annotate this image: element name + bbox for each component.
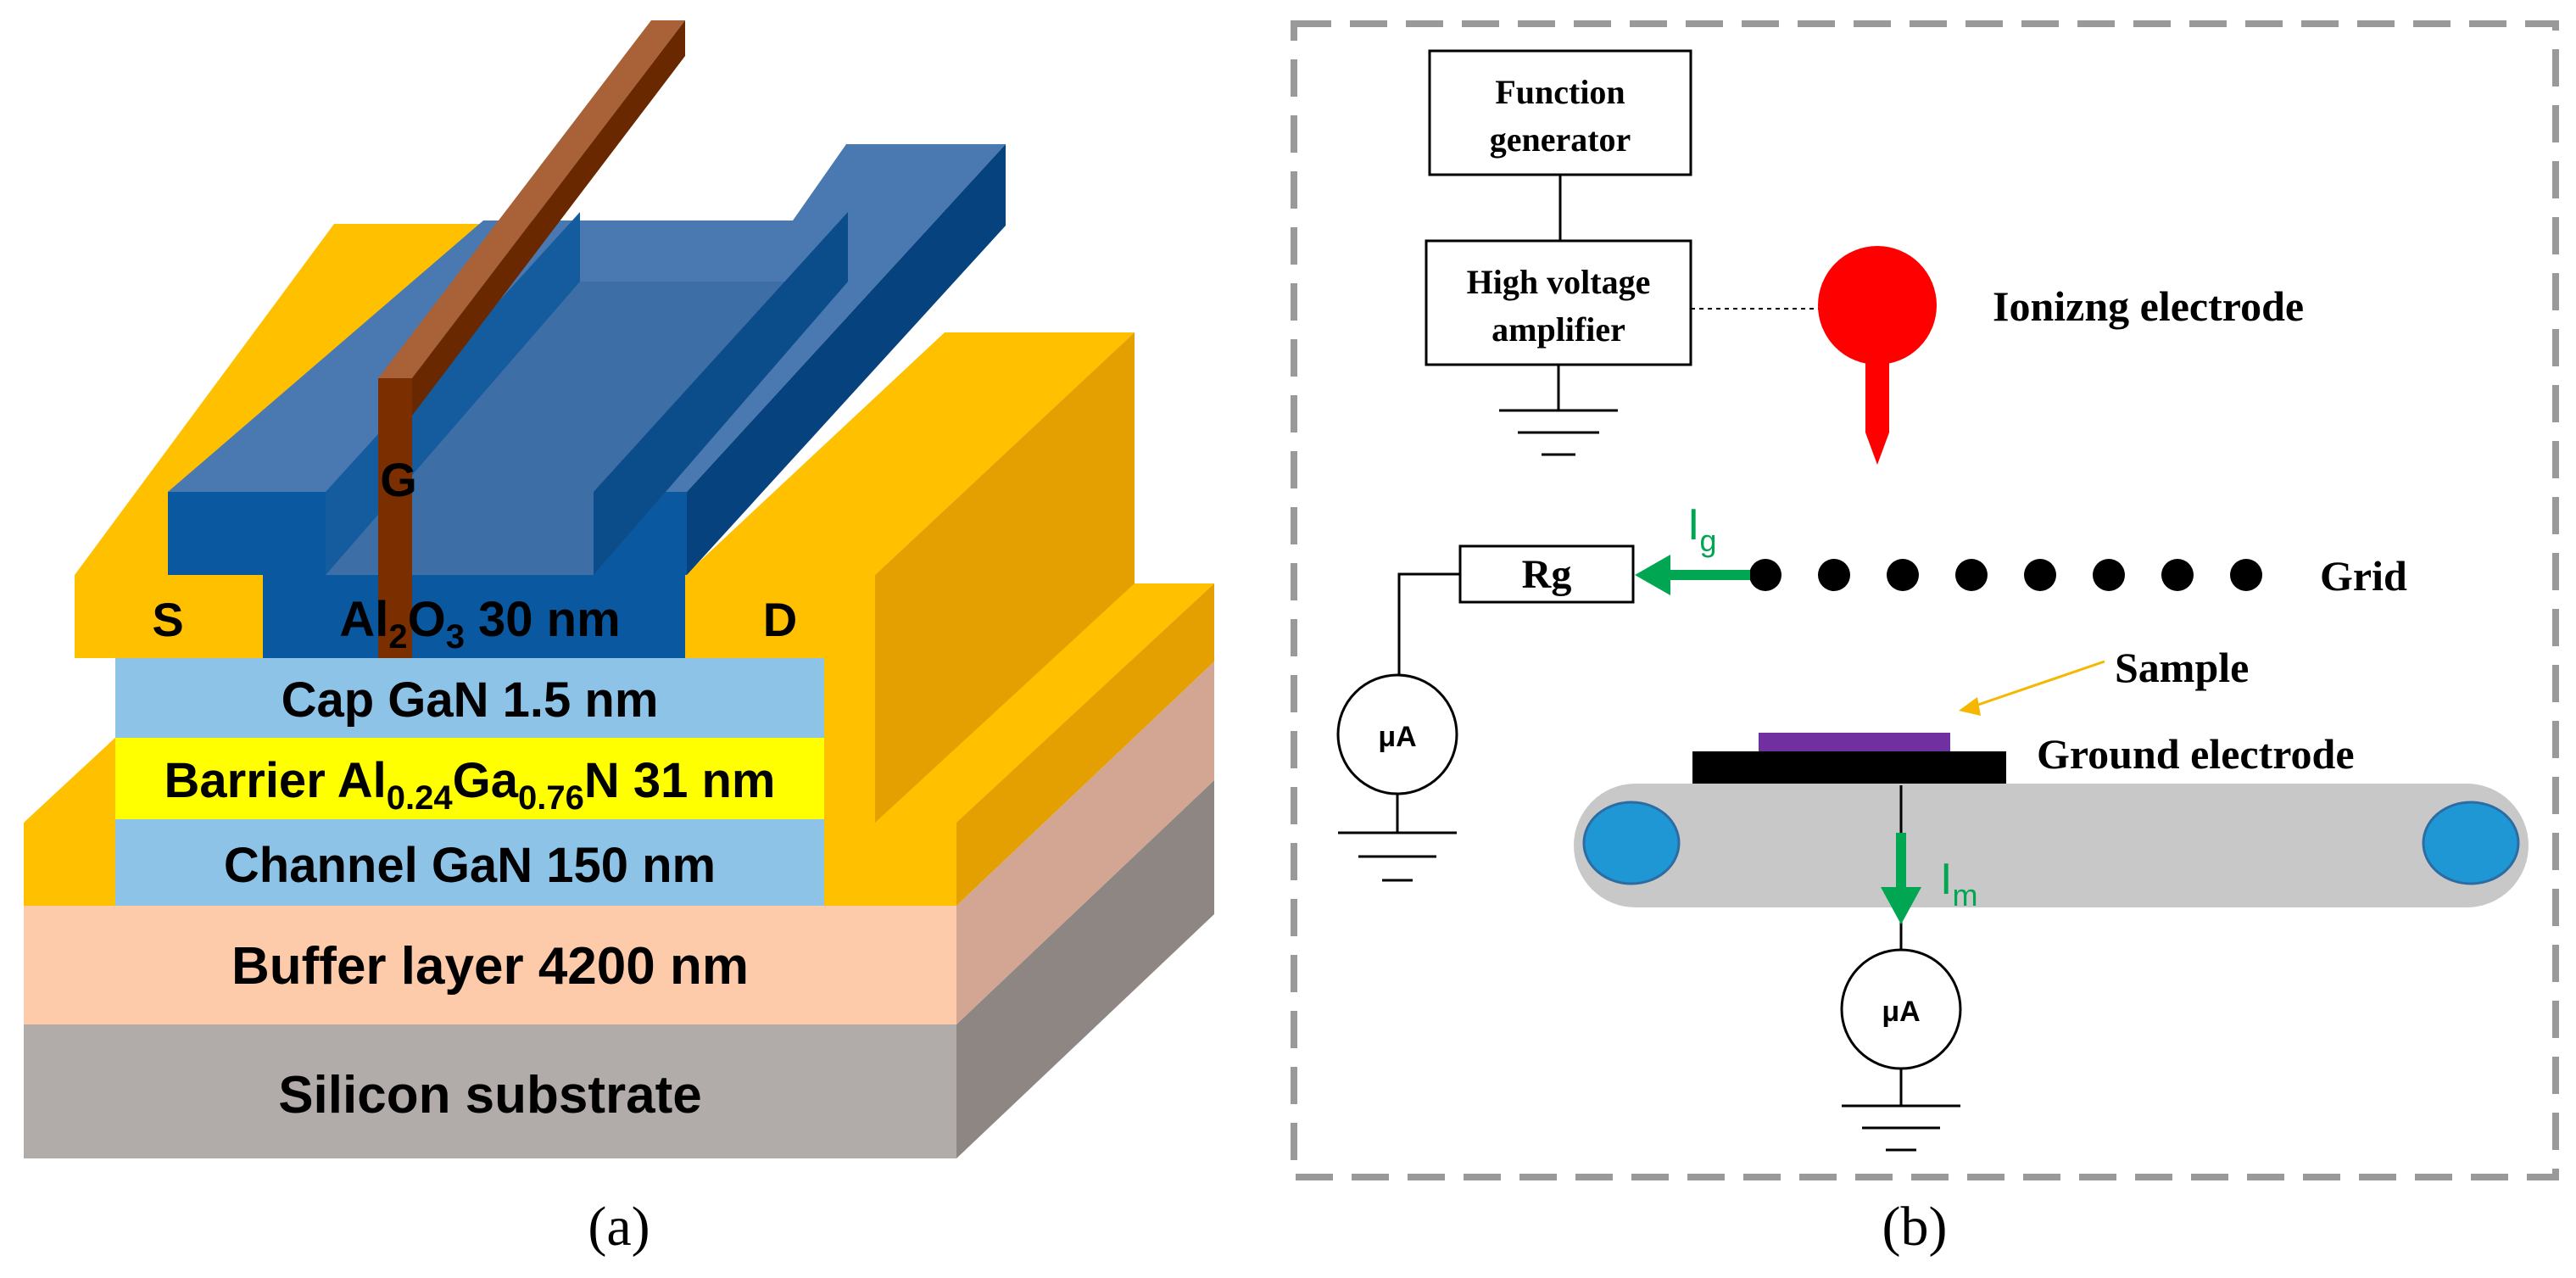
oxide-side	[687, 144, 1006, 575]
amplifier-box	[1425, 239, 1692, 366]
sample-label: Sample	[2115, 644, 2249, 691]
im-arrow	[1881, 833, 1921, 924]
grid-dots	[1749, 559, 2262, 591]
drain-block-side	[875, 332, 1135, 823]
sample-meter-ground-icon	[1842, 1104, 1960, 1152]
im-label: Im	[1940, 855, 1977, 912]
cap-label: Cap GaN 1.5 nm	[282, 672, 659, 728]
sample-microammeter-label: μA	[1882, 996, 1920, 1028]
substrate-label: Silicon substrate	[278, 1066, 702, 1125]
conveyor-roller-left	[1582, 801, 1681, 885]
sample	[1759, 733, 1950, 753]
drain-label: D	[763, 593, 797, 646]
panel-a-caption: (a)	[588, 1196, 650, 1258]
amplifier-label-line1: High voltage	[1467, 263, 1651, 301]
cap-layer	[115, 658, 824, 738]
function-generator-label-line2: generator	[1490, 120, 1631, 159]
function-generator-label-line1: Function	[1495, 73, 1625, 111]
source-front	[75, 575, 263, 658]
gate-side	[412, 20, 685, 416]
ionizing-electrode-icon	[1818, 246, 1937, 465]
substrate-front	[24, 1024, 956, 1158]
grid-label: Grid	[2320, 552, 2407, 600]
metal-base-side	[956, 583, 1214, 906]
ig-label: Ig	[1687, 500, 1716, 558]
gate-top	[378, 20, 685, 378]
buffer-side	[956, 661, 1214, 1024]
conveyor-belt	[1574, 784, 2529, 907]
amplifier-ground-icon	[1499, 409, 1618, 456]
grid-meter-ground-icon	[1338, 831, 1457, 882]
ground-electrode	[1692, 751, 2006, 785]
amplifier-label-line2: amplifier	[1492, 310, 1625, 349]
gate-front	[378, 378, 412, 658]
channel-label: Channel GaN 150 nm	[224, 838, 716, 893]
drain-block-top	[685, 332, 1135, 575]
oxide-recess-floor	[326, 282, 848, 575]
barrier-layer	[115, 738, 824, 819]
ground-electrode-label: Ground electrode	[2037, 730, 2355, 778]
rg-to-meter-wire	[1397, 572, 1460, 685]
source-label: S	[152, 593, 183, 646]
panel-a-device-diagram: G S D Al2O3 30 nm Cap GaN 1.5 nm Barrier…	[24, 20, 1214, 1258]
conveyor-roller-right	[2422, 801, 2520, 885]
drain-front	[685, 575, 875, 658]
ig-arrow	[1635, 555, 1750, 595]
panel-b-setup-diagram: Function generator High voltage amplifie…	[1291, 20, 2559, 1258]
gate-label: G	[380, 453, 417, 506]
resistor-rg-label: Rg	[1522, 552, 1572, 597]
panel-b-caption: (b)	[1882, 1196, 1948, 1258]
oxide-recess-wall-right	[594, 212, 848, 575]
grid-microammeter-label: μA	[1378, 721, 1416, 753]
substrate-side	[956, 780, 1214, 1158]
sample-pointer-arrow	[1959, 660, 2105, 716]
function-generator-box	[1428, 49, 1692, 176]
buffer-front	[24, 906, 956, 1024]
oxide-label: Al2O3 30 nm	[339, 592, 620, 656]
dashed-frame	[1291, 20, 2559, 1180]
channel-layer	[115, 819, 824, 906]
barrier-label: Barrier Al0.24Ga0.76N 31 nm	[164, 753, 776, 817]
ionizing-electrode-label: Ionizng electrode	[1993, 282, 2304, 330]
buffer-label: Buffer layer 4200 nm	[231, 937, 749, 996]
